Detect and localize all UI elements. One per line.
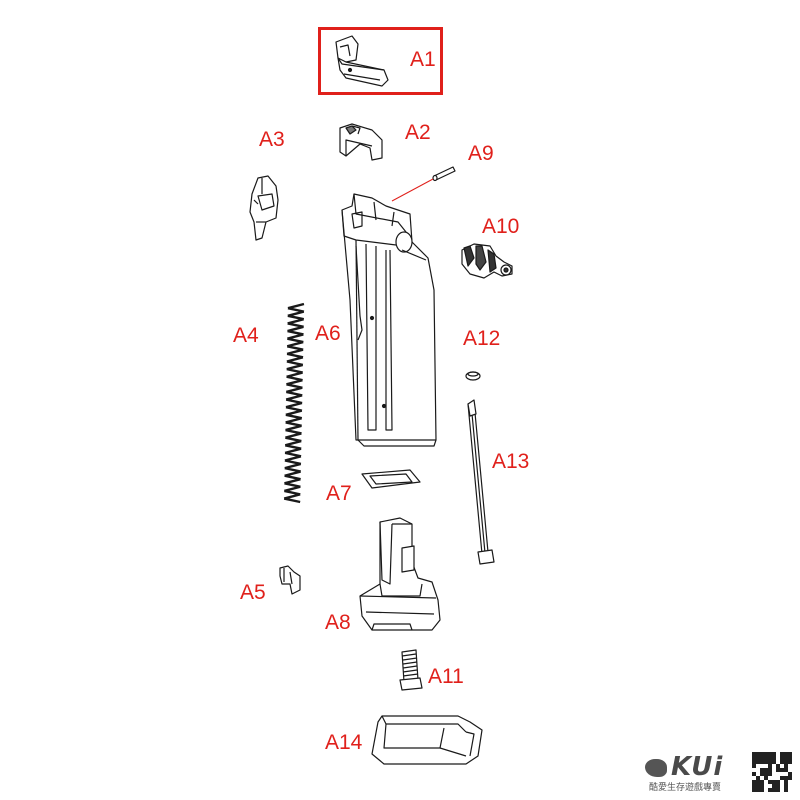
part-a1-illustration — [335, 35, 389, 87]
label-a6: A6 — [315, 322, 341, 345]
label-a1: A1 — [410, 48, 436, 71]
label-a4: A4 — [233, 324, 259, 347]
part-a12-illustration — [465, 371, 481, 381]
part-a7-illustration — [361, 469, 421, 489]
label-a11: A11 — [428, 665, 464, 688]
brand-logo-text: KUi — [671, 752, 724, 782]
part-a9-illustration — [432, 166, 456, 182]
brand-tagline: 酷愛生存遊戲專賣 — [649, 783, 722, 793]
label-a7: A7 — [326, 482, 352, 505]
label-a8: A8 — [325, 611, 351, 634]
qr-code-icon — [752, 752, 792, 792]
label-a10: A10 — [482, 215, 520, 238]
highlight-box-a1 — [318, 27, 443, 95]
spring-coils — [283, 302, 305, 504]
label-a9: A9 — [468, 142, 494, 165]
dragon-icon — [645, 759, 667, 777]
part-a11-illustration — [399, 649, 423, 691]
label-a2: A2 — [405, 121, 431, 144]
part-a4-illustration — [283, 302, 305, 504]
part-a14-illustration — [371, 715, 483, 765]
part-a2-illustration — [339, 123, 383, 161]
part-a8-illustration — [359, 517, 441, 631]
label-a5: A5 — [240, 581, 266, 604]
part-a5-illustration — [279, 565, 301, 595]
part-a6-illustration — [341, 193, 437, 447]
part-a3-illustration — [249, 175, 279, 241]
label-a13: A13 — [492, 450, 530, 473]
part-a10-illustration — [461, 243, 513, 279]
label-a14: A14 — [325, 731, 363, 754]
label-a3: A3 — [259, 128, 285, 151]
brand-watermark: KUi 酷愛生存遊戲專賣 — [645, 752, 745, 794]
part-a13-illustration — [467, 399, 495, 565]
label-a12: A12 — [463, 327, 501, 350]
brand-logo: KUi — [645, 752, 723, 782]
a9-leader-line — [391, 178, 434, 202]
